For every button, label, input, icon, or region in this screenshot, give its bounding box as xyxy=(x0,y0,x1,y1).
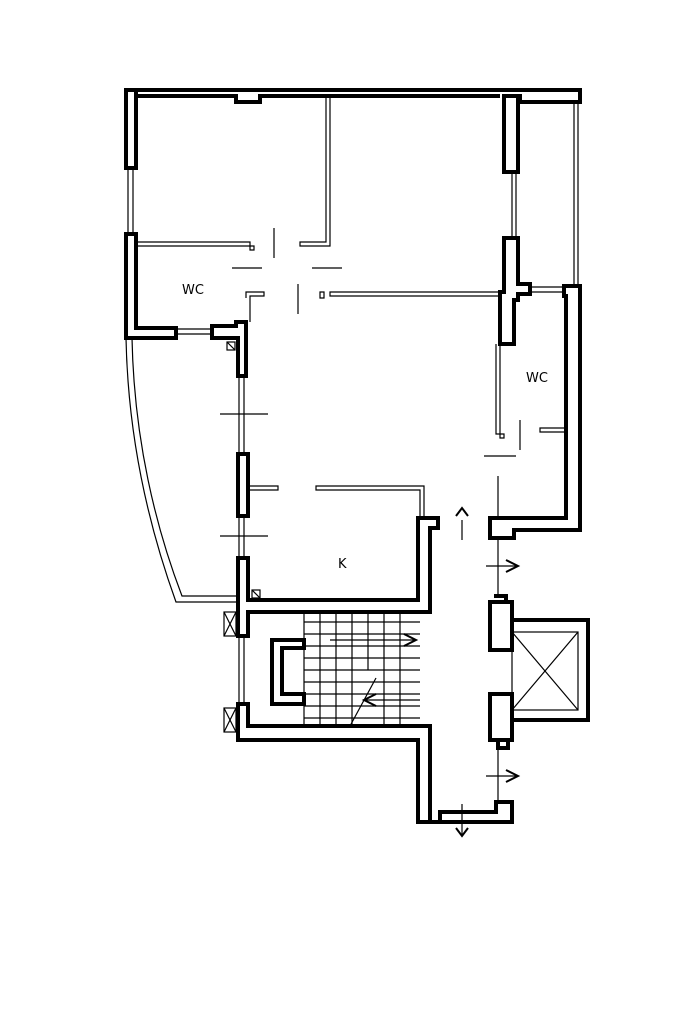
room-labels: WC WC K xyxy=(182,283,548,572)
ventilation-box-icon xyxy=(226,341,236,351)
room-label-wc-left: WC xyxy=(182,283,204,298)
room-label-kitchen: K xyxy=(338,557,347,572)
interior-partitions xyxy=(138,96,567,800)
stair-treads-upper xyxy=(304,612,420,726)
column-box-icon xyxy=(223,611,237,637)
fixtures xyxy=(223,341,261,733)
ventilation-box-icon xyxy=(251,589,261,599)
windows xyxy=(125,102,579,704)
room-label-wc-right: WC xyxy=(526,371,548,386)
column-box-icon xyxy=(223,707,237,733)
direction-arrows xyxy=(330,506,521,838)
arrow-up-icon xyxy=(455,506,469,517)
staircase xyxy=(303,612,420,727)
